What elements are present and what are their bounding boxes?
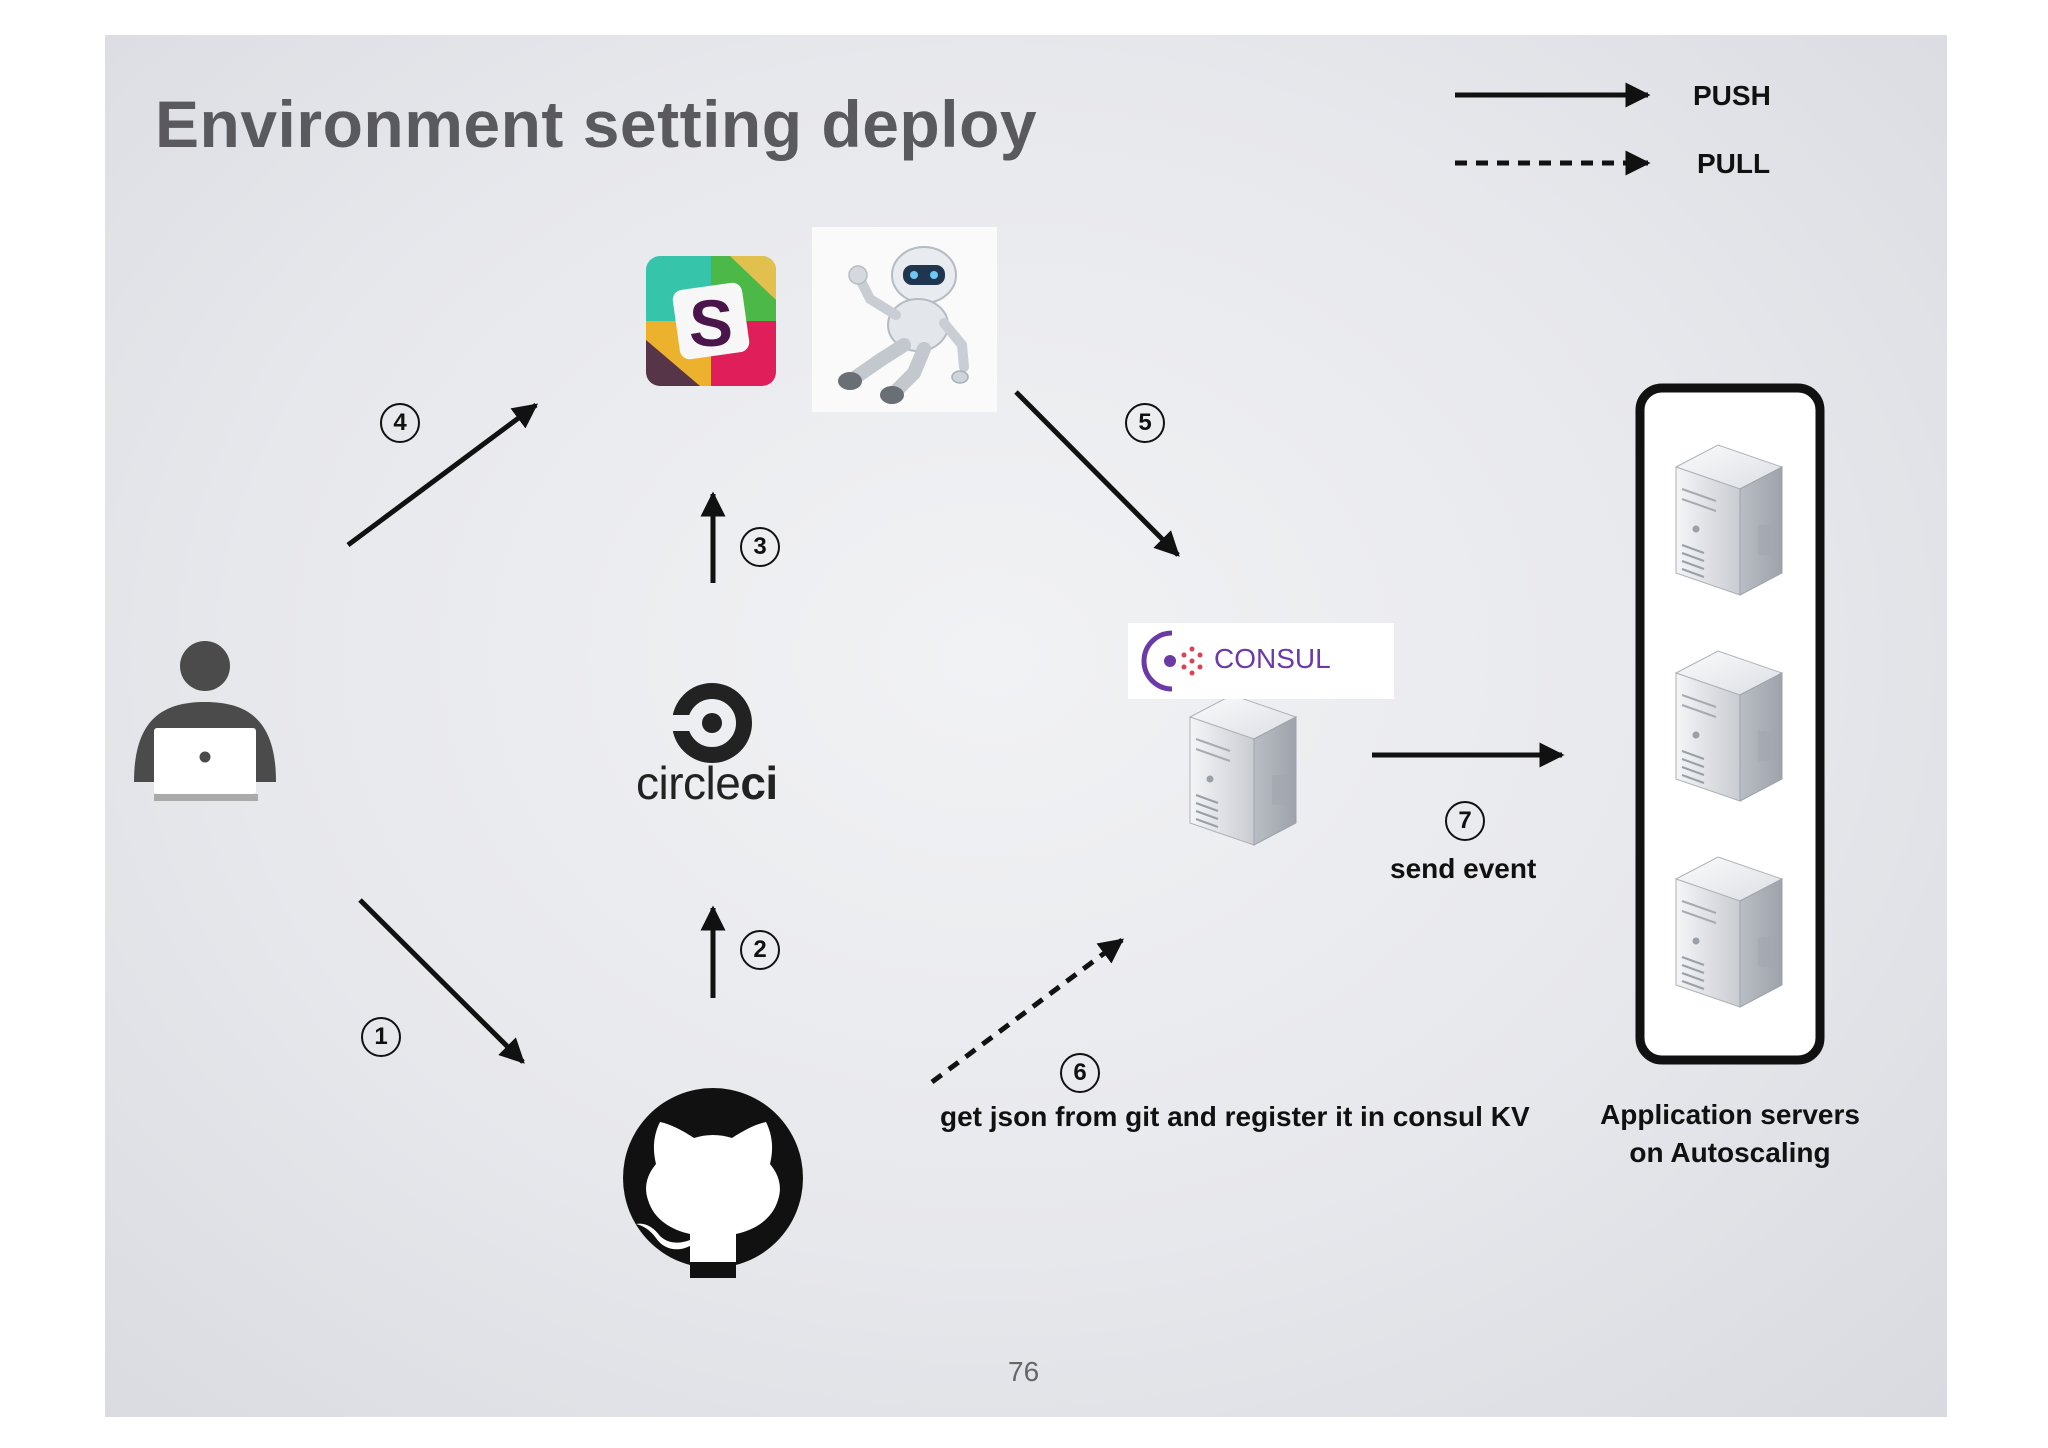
legend-push-label: PUSH (1693, 80, 1771, 111)
arrow-step-4 (346, 402, 539, 548)
step-number-2: 2 (753, 936, 767, 963)
step-number-6: 6 (1073, 1059, 1087, 1086)
arrow-step-5 (1014, 390, 1180, 557)
circleci-wordmark: circleci (636, 756, 778, 810)
arrow-step-6-pull (930, 937, 1125, 1085)
app-servers-caption: Application servers on Autoscaling (1550, 1096, 1910, 1172)
robot-bot-icon (812, 227, 997, 412)
app-server-icon-1 (1675, 444, 1783, 596)
developer-icon (134, 641, 276, 801)
arrow-step-1 (358, 898, 525, 1064)
svg-text:S: S (689, 286, 733, 360)
slide-title: Environment setting deploy (155, 87, 1038, 161)
consul-wordmark: CONSUL (1214, 643, 1331, 674)
step-marker-4: 4 (380, 403, 420, 443)
legend-pull-label: PULL (1697, 148, 1771, 179)
get-json-caption: get json from git and register it in con… (940, 1101, 1530, 1132)
step-number-4: 4 (393, 409, 407, 436)
send-event-caption: send event (1390, 853, 1537, 884)
step-number-7: 7 (1458, 807, 1472, 834)
step-marker-5: 5 (1125, 403, 1165, 443)
slack-logo-icon: S (646, 256, 776, 386)
step-marker-1: 1 (361, 1017, 401, 1057)
consul-server-icon (1189, 694, 1297, 846)
app-servers-caption-line1: Application servers (1600, 1099, 1860, 1130)
app-server-icon-2 (1675, 650, 1783, 802)
step-number-5: 5 (1138, 409, 1152, 436)
app-server-icon-3 (1675, 856, 1783, 1008)
page-number: 76 (1008, 1356, 1040, 1387)
circleci-wordmark-bold: ci (740, 757, 778, 809)
circleci-wordmark-light: circle (636, 757, 741, 809)
step-marker-3: 3 (740, 527, 780, 567)
circleci-logo-icon (672, 683, 752, 763)
consul-logo-icon: CONSUL (1128, 623, 1394, 699)
step-marker-6: 6 (1060, 1053, 1100, 1093)
step-marker-7: 7 (1445, 801, 1485, 841)
github-logo-icon (623, 1088, 803, 1278)
step-number-1: 1 (374, 1023, 388, 1050)
app-servers-caption-line2: on Autoscaling (1629, 1137, 1831, 1168)
step-number-3: 3 (753, 533, 767, 560)
step-marker-2: 2 (740, 930, 780, 970)
